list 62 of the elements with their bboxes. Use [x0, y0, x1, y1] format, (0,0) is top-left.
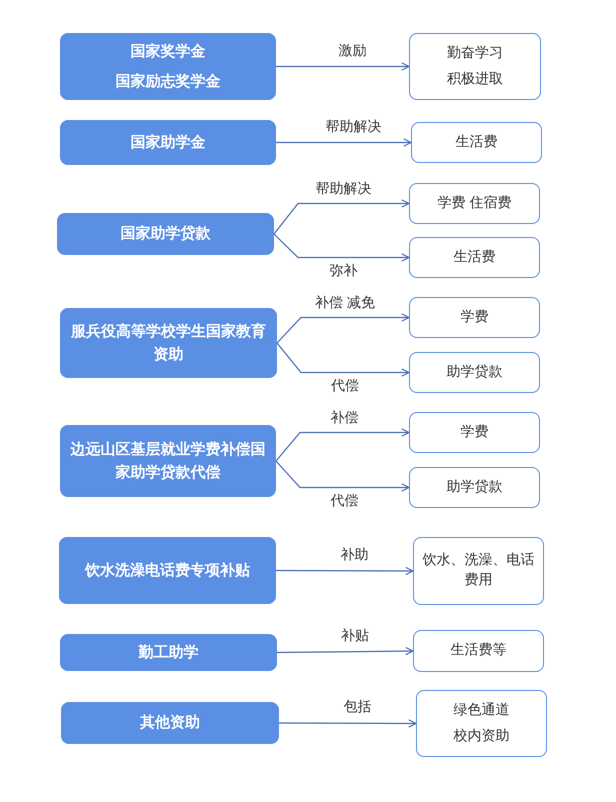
node-text: 生活费等 [450, 641, 506, 660]
outcome-box [413, 537, 544, 605]
node-text: 积极进取 [447, 70, 503, 88]
arrow [276, 566, 414, 576]
aid-program-box [60, 33, 276, 100]
node-text: 助学贷款 [446, 362, 502, 382]
arrow [276, 313, 410, 344]
aid-program-box [60, 120, 276, 165]
arrow [277, 646, 414, 656]
aid-program-box [60, 308, 277, 378]
node-text: 边远山区基层就业学费补偿国家助学贷款代偿 [70, 438, 266, 483]
node-text: 学费 [460, 422, 488, 442]
outcome-box [413, 630, 544, 672]
aid-program-box [60, 634, 277, 671]
edge-label: 帮助解决 [324, 118, 384, 136]
arrow [276, 342, 410, 377]
node-text: 国家奖学金 [130, 41, 206, 62]
edge-label: 帮助解决 [314, 180, 374, 198]
aid-program-box [60, 425, 276, 497]
edge-label: 弥补 [328, 262, 360, 280]
outcome-box [416, 690, 547, 757]
aid-program-box [61, 702, 279, 744]
node-text: 饮水洗澡电话费专项补贴 [85, 560, 250, 581]
node-text: 生活费 [456, 132, 498, 152]
arrow [276, 138, 412, 147]
edge-label: 代偿 [328, 492, 360, 510]
arrow [276, 460, 410, 492]
outcome-box [411, 122, 542, 163]
edge-label: 代偿 [329, 376, 361, 394]
node-text: 国家助学贷款 [120, 223, 210, 244]
edge-label: 补助 [338, 546, 370, 564]
node-text: 饮水、洗澡、电话费用 [422, 551, 535, 590]
node-text: 学费 [460, 308, 488, 327]
node-text: 国家励志奖学金 [116, 70, 220, 92]
node-text: 助学贷款 [446, 478, 502, 497]
node-text: 国家助学金 [130, 132, 206, 153]
aid-program-box [59, 537, 276, 604]
arrow [276, 428, 410, 462]
node-text: 勤工助学 [138, 642, 198, 663]
node-text: 校内资助 [454, 726, 510, 746]
outcome-box [409, 352, 540, 393]
outcome-box [409, 467, 540, 508]
node-text: 勤奋学习 [447, 44, 503, 63]
node-text: 服兵役高等学校学生国家教育资助 [70, 320, 267, 365]
edge-label: 补偿 减免 [312, 294, 378, 312]
arrow [274, 199, 410, 234]
edge-label: 补贴 [339, 626, 371, 645]
outcome-box [409, 412, 540, 453]
outcome-box [409, 237, 540, 278]
arrow [279, 719, 417, 728]
aid-program-box [57, 213, 274, 255]
arrow [274, 234, 410, 262]
node-text: 绿色通道 [454, 700, 510, 720]
edge-label: 激励 [336, 42, 368, 60]
node-text: 学费 住宿费 [437, 194, 512, 213]
arrow [276, 62, 410, 71]
edge-label: 补偿 [328, 408, 360, 426]
outcome-box [409, 33, 541, 100]
outcome-box [409, 183, 540, 224]
node-text: 生活费 [454, 248, 496, 267]
node-text: 其他资助 [140, 712, 200, 734]
outcome-box [409, 297, 540, 338]
